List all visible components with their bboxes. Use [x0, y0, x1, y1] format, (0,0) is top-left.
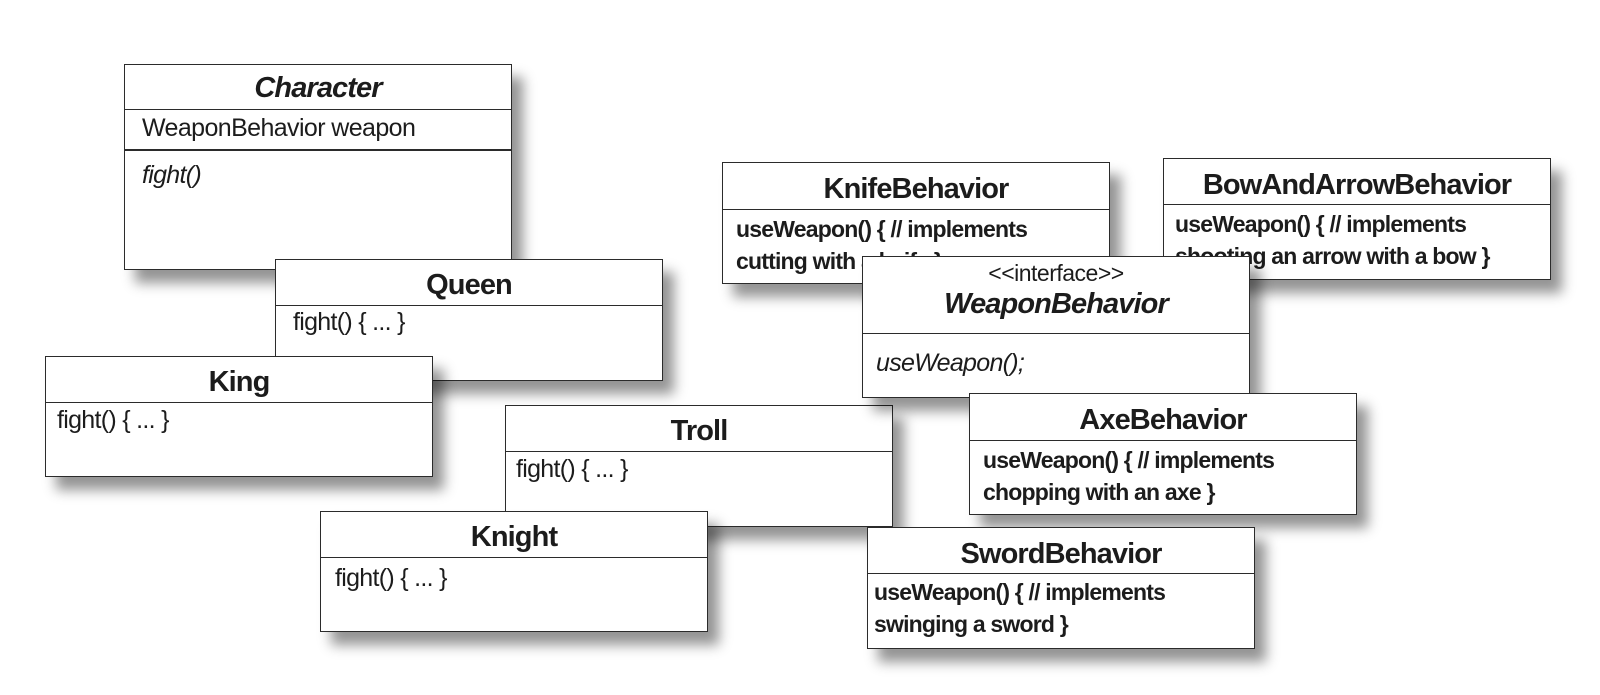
weapon-behavior-interface-box: <<interface>> WeaponBehavior useWeapon()…: [862, 256, 1250, 398]
character-class-box: Character WeaponBehavior weapon fight(): [124, 64, 512, 270]
sword-behavior-class-box: SwordBehavior useWeapon() { // implement…: [867, 527, 1255, 649]
weapon-behavior-interface-name: WeaponBehavior: [944, 288, 1169, 320]
axe-behavior-method-line-2: chopping with an axe }: [983, 479, 1215, 505]
queen-class-name: Queen: [276, 260, 662, 306]
knife-behavior-method-line-1: useWeapon() { // implements: [736, 216, 1028, 242]
interface-stereotype-label: <<interface>>: [988, 260, 1124, 286]
troll-class-box: Troll fight() { ... }: [505, 405, 893, 527]
king-fight-method: fight() { ... }: [57, 406, 169, 434]
bow-and-arrow-behavior-class-name: BowAndArrowBehavior: [1164, 159, 1550, 205]
bow-and-arrow-behavior-class-box: BowAndArrowBehavior useWeapon() { // imp…: [1163, 158, 1551, 280]
troll-fight-method: fight() { ... }: [516, 455, 628, 483]
weapon-behavior-interface-header: <<interface>> WeaponBehavior: [863, 257, 1249, 334]
knight-class-name: Knight: [321, 512, 707, 558]
weapon-behavior-use-weapon-method: useWeapon();: [876, 349, 1025, 377]
knight-class-box: Knight fight() { ... }: [320, 511, 708, 632]
sword-behavior-method-line-1: useWeapon() { // implements: [874, 579, 1166, 605]
axe-behavior-class-name: AxeBehavior: [970, 394, 1356, 441]
axe-behavior-class-box: AxeBehavior useWeapon() { // implements …: [969, 393, 1357, 515]
sword-behavior-method-line-2: swinging a sword }: [874, 611, 1069, 637]
character-fight-method: fight(): [142, 161, 202, 189]
axe-behavior-method-line-1: useWeapon() { // implements: [983, 447, 1275, 473]
axe-behavior-method: useWeapon() { // implements chopping wit…: [970, 441, 1356, 508]
knife-behavior-class-name: KnifeBehavior: [723, 163, 1109, 210]
king-class-name: King: [46, 357, 432, 403]
sword-behavior-class-name: SwordBehavior: [868, 528, 1254, 574]
queen-fight-method: fight() { ... }: [293, 308, 405, 336]
knight-fight-method: fight() { ... }: [335, 564, 447, 592]
bow-and-arrow-behavior-method-line-1: useWeapon() { // implements: [1175, 211, 1467, 237]
character-class-name: Character: [125, 65, 511, 110]
king-class-box: King fight() { ... }: [45, 356, 433, 477]
sword-behavior-method: useWeapon() { // implements swinging a s…: [868, 574, 1254, 640]
troll-class-name: Troll: [506, 406, 892, 452]
character-weapon-attribute: WeaponBehavior weapon: [125, 110, 511, 151]
bow-and-arrow-behavior-method: useWeapon() { // implements shooting an …: [1164, 205, 1550, 272]
